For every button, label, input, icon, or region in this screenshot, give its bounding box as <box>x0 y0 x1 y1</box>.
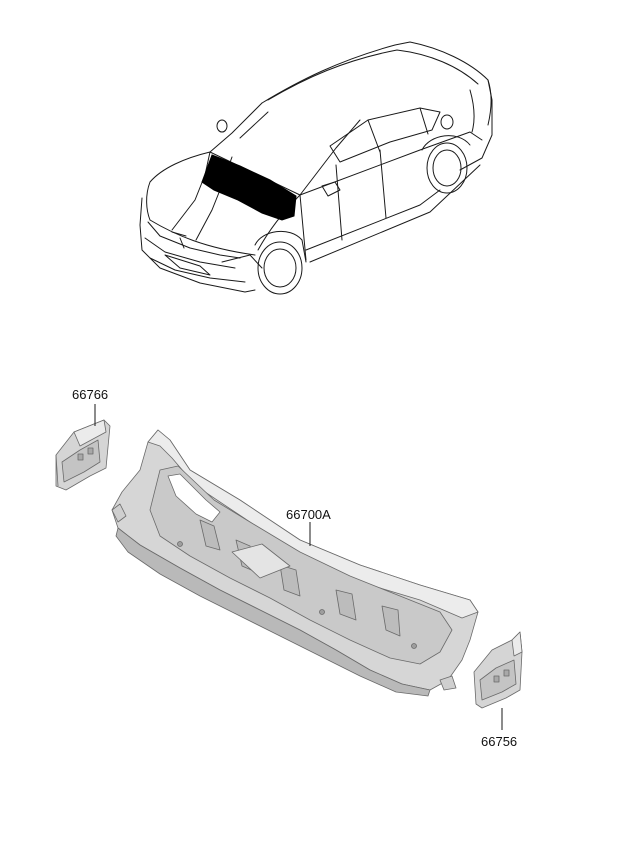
cowl-highlight <box>201 154 297 221</box>
part-66756-bracket <box>473 631 523 709</box>
part-number-66756: 66756 <box>481 734 517 749</box>
part-66766-bracket <box>55 419 111 491</box>
part-number-66700a: 66700A <box>286 507 331 522</box>
part-66700a-cowl-panel <box>111 429 479 697</box>
part-number-66766: 66766 <box>72 387 108 402</box>
car-overview <box>139 41 493 295</box>
leader-lines <box>94 404 503 730</box>
